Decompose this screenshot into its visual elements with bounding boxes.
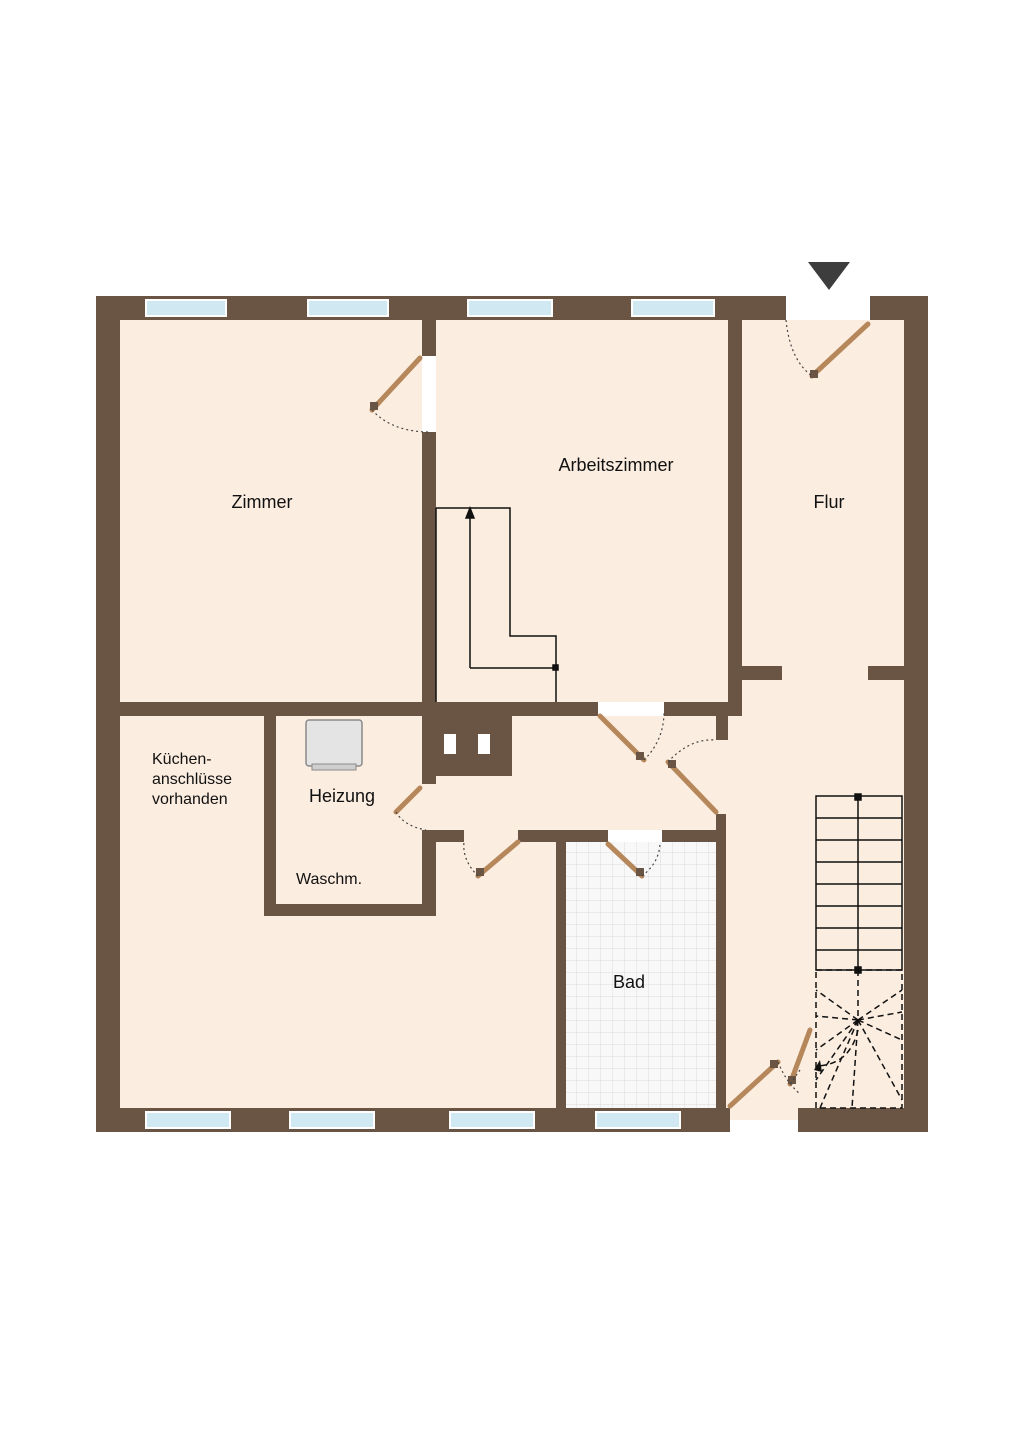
- wall-zimmer-arbeits-upper: [422, 320, 436, 356]
- door-hinges: [370, 370, 818, 1084]
- door-kueche: [475, 839, 521, 879]
- door-stair-hall: [665, 759, 719, 815]
- wall-heizung-bottom: [264, 904, 436, 916]
- window-top-1: [145, 299, 227, 317]
- door-swings: [371, 319, 813, 1095]
- label-kueche-2: anschlüsse: [152, 771, 232, 788]
- stair-arrow-icon: [814, 1060, 822, 1072]
- wall-horizontal-mid-right: [664, 702, 742, 716]
- wall-bad-stair: [716, 814, 726, 1108]
- boiler-icon: [305, 719, 363, 771]
- wall-hall-bottom-right: [662, 830, 718, 842]
- label-flur: Flur: [814, 492, 845, 512]
- window-top-4: [631, 299, 715, 317]
- wall-right: [904, 296, 928, 1132]
- door-flur-entrance: [809, 321, 871, 379]
- staircase-icon: [435, 505, 559, 702]
- doors: [369, 321, 871, 1109]
- wall-arbeits-flur: [728, 320, 742, 716]
- door-zimmer: [369, 355, 423, 413]
- wall-flur-right-stub: [868, 666, 904, 680]
- floor-bad: [566, 842, 716, 1108]
- wall-hall-right-stub: [716, 716, 728, 740]
- wall-left: [96, 296, 120, 1132]
- wall-hall-bottom-mid: [518, 830, 608, 842]
- floor-arbeitszimmer: [436, 320, 728, 702]
- label-heizung: Heizung: [309, 786, 375, 806]
- door-bottom-exit: [727, 1059, 781, 1109]
- wall-flur-left-stub: [742, 666, 782, 680]
- floor-stair-landing: [716, 700, 806, 1120]
- wall-horizontal-mid-left: [120, 702, 598, 716]
- wall-bottom-right: [798, 1108, 928, 1132]
- label-arbeitszimmer: Arbeitszimmer: [558, 455, 673, 475]
- wall-kueche-bad: [556, 842, 566, 1108]
- window-bottom-2: [289, 1111, 375, 1129]
- door-heizung: [393, 785, 423, 815]
- window-top-2: [307, 299, 389, 317]
- wall-heizung-right-lower: [422, 830, 436, 916]
- label-kueche-3: vorhanden: [152, 791, 228, 808]
- chimney-flues: [444, 734, 490, 754]
- label-zimmer: Zimmer: [232, 492, 293, 512]
- wall-zimmer-arbeits-lower: [422, 432, 436, 704]
- wall-hall-bottom-left: [436, 830, 464, 842]
- door-stair: [787, 1027, 813, 1087]
- windows: [145, 299, 715, 1129]
- chimney-block: [422, 716, 512, 776]
- label-kueche-1: Küchen-: [152, 751, 212, 768]
- label-bad: Bad: [613, 972, 645, 992]
- flue-2: [478, 734, 490, 754]
- entrance-arrow-icon: [808, 262, 850, 290]
- staircase-lower-dashed: [815, 969, 903, 1109]
- flue-1: [444, 734, 456, 754]
- window-bottom-1: [145, 1111, 231, 1129]
- window-bottom-4: [595, 1111, 681, 1129]
- wall-heizung-left: [264, 716, 276, 916]
- label-waschm: Waschm.: [296, 871, 362, 888]
- window-top-3: [467, 299, 553, 317]
- floor-zimmer: [120, 320, 422, 702]
- window-bottom-3: [449, 1111, 535, 1129]
